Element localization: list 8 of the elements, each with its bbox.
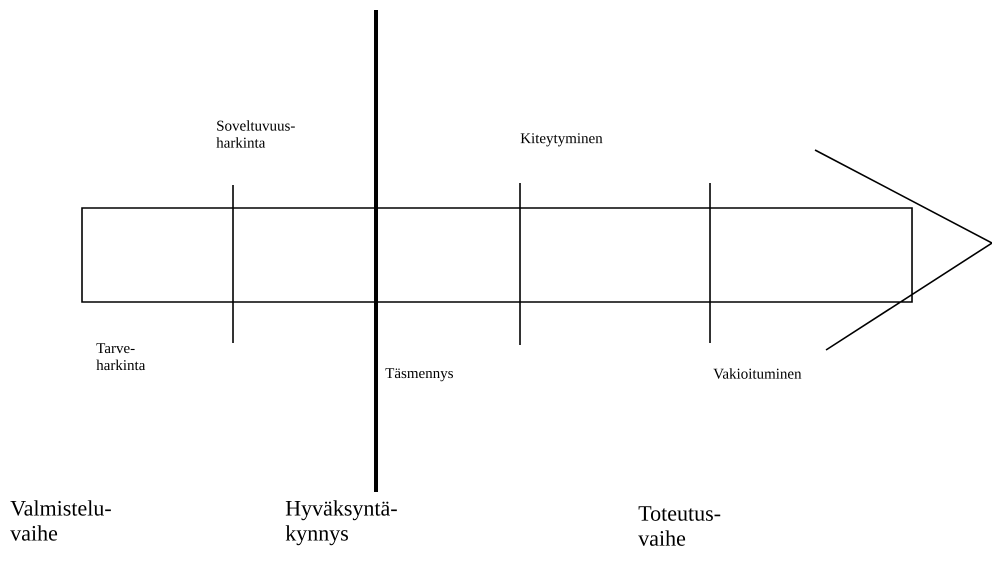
stage-label: Kiteytyminen (520, 133, 602, 146)
phase-label: Valmistelu- vaihe (10, 500, 111, 541)
stage-label: Vakioituminen (713, 368, 802, 379)
phase-label: Hyväksyntä- kynnys (286, 500, 397, 546)
stage-label: Tarve- harkinta (96, 343, 146, 370)
stage-label: Täsmennys (385, 368, 453, 382)
stage-label: Soveltuvuus- harkinta (216, 120, 295, 148)
phase-label: Toteutus- vaihe (638, 506, 720, 546)
